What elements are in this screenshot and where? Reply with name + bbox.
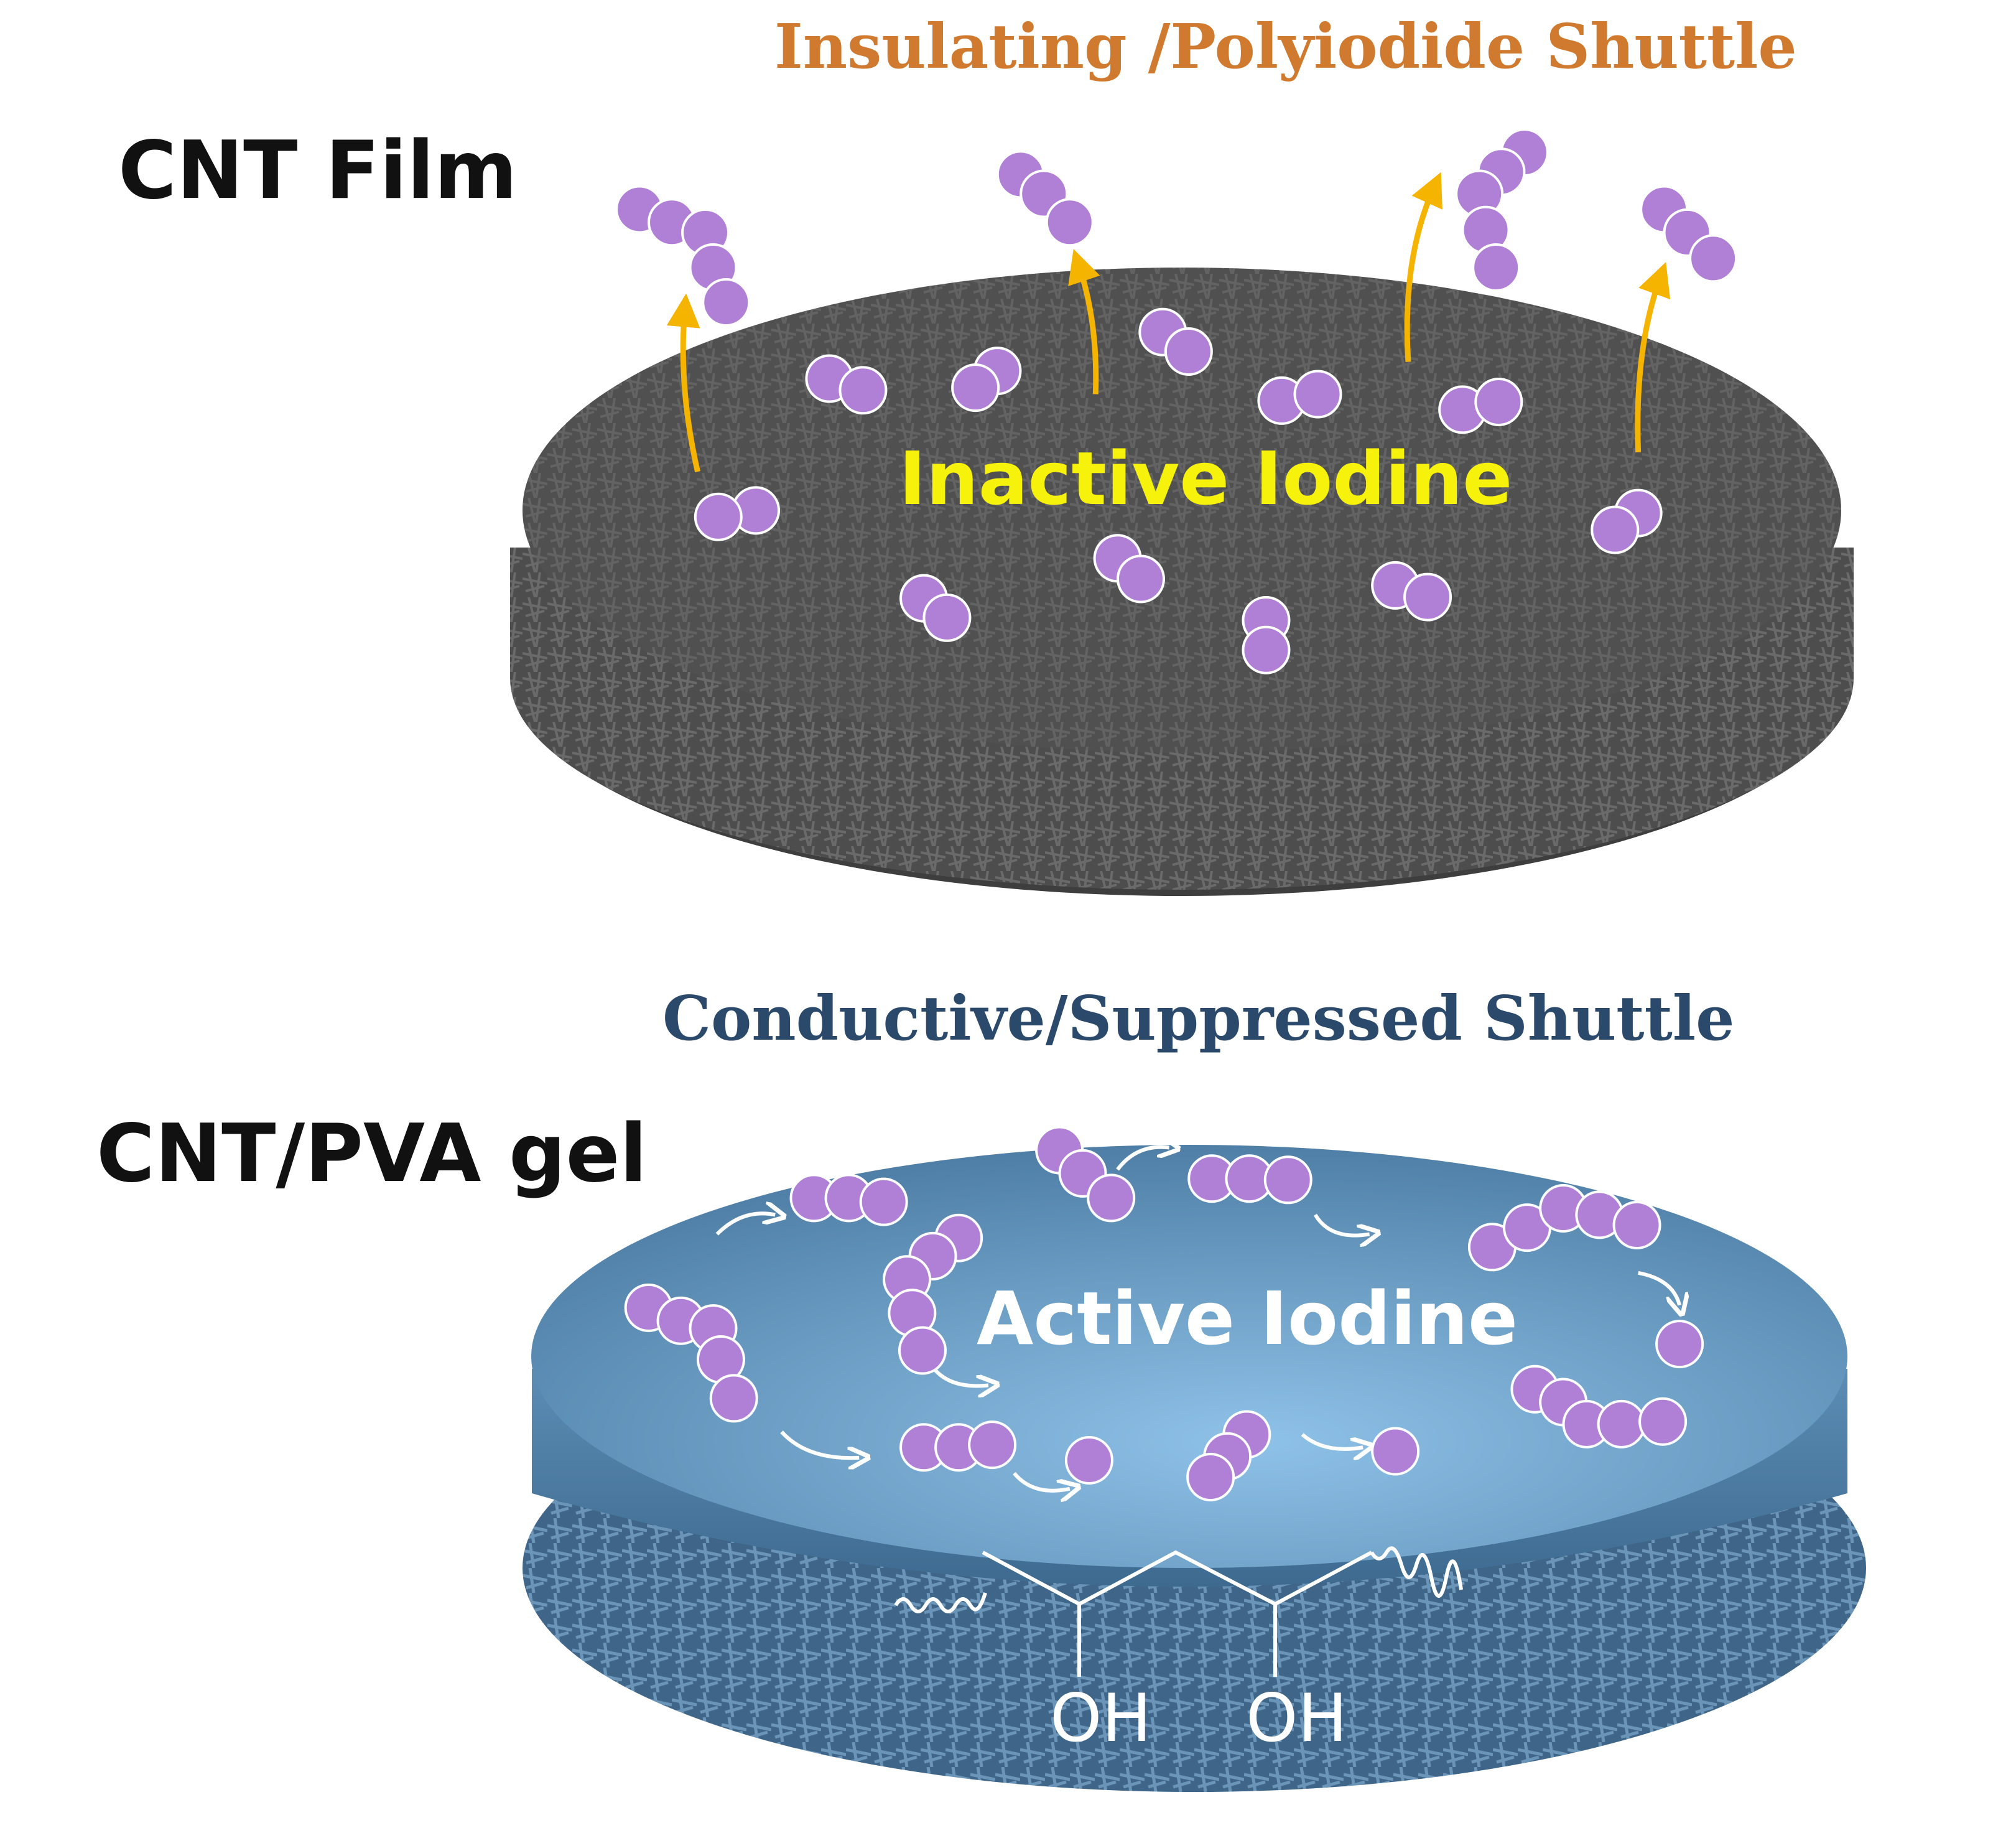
- migration-arrow-icon: [1313, 1213, 1369, 1235]
- migration-arrow-icon: [1301, 1433, 1363, 1448]
- iodine-cluster: [1467, 1183, 1661, 1272]
- iodine-cluster: [1371, 1427, 1420, 1476]
- shuttle-arrow-icon: [1404, 172, 1442, 362]
- cnt-film-label: CNT Film: [118, 124, 518, 217]
- iodine-cluster: [694, 486, 781, 541]
- migration-arrow-icon: [715, 1213, 775, 1236]
- iodine-cluster: [996, 150, 1094, 247]
- bottom-header: Conductive/Suppressed Shuttle: [662, 983, 1735, 1055]
- iodine-cluster: [1257, 370, 1342, 425]
- migration-arrow-icon: [1638, 1271, 1679, 1305]
- iodine-cluster: [1455, 128, 1549, 292]
- iodine-cluster: [805, 354, 888, 415]
- iodine-cluster: [899, 1420, 1017, 1472]
- migration-arrow-icon: [931, 1366, 988, 1386]
- iodine-cluster: [1064, 1436, 1113, 1485]
- iodine-atom: [838, 366, 888, 415]
- iodine-cluster: [1591, 488, 1663, 554]
- iodine-atom: [1087, 1173, 1136, 1223]
- iodine-cluster: [789, 1173, 908, 1226]
- iodine-atom: [709, 1374, 758, 1423]
- iodine-atom: [1242, 625, 1291, 674]
- active-iodine-text: Active Iodine: [977, 1276, 1518, 1361]
- iodine-atom: [1612, 1200, 1661, 1249]
- iodine-atom: [859, 1177, 908, 1226]
- hydroxyl-group-1: OH: [1050, 1680, 1152, 1756]
- top-header: Insulating /Polyiodide Shuttle: [774, 11, 1797, 83]
- iodine-cluster: [1093, 534, 1165, 604]
- iodine-cluster: [1242, 595, 1291, 674]
- iodine-atom: [968, 1420, 1017, 1470]
- iodine-cluster: [615, 185, 751, 327]
- iodine-atom: [1164, 327, 1213, 376]
- migration-arrow-icon: [1013, 1472, 1069, 1491]
- iodine-atom: [1371, 1427, 1420, 1476]
- shuttle-arrow-icon: [666, 293, 700, 473]
- iodine-cluster: [951, 347, 1022, 413]
- iodine-atom: [1655, 1320, 1704, 1369]
- iodine-atom: [898, 1326, 947, 1375]
- hydroxyl-group-2: OH: [1246, 1680, 1348, 1756]
- iodine-cluster: [883, 1213, 983, 1375]
- migration-arrow-icon: [1116, 1147, 1169, 1171]
- iodine-atom: [1293, 370, 1342, 419]
- iodine-cluster: [899, 574, 972, 642]
- iodine-atom: [1403, 572, 1452, 622]
- shuttle-arrow-icon: [1635, 262, 1671, 453]
- inactive-iodine-text: Inactive Iodine: [899, 436, 1513, 521]
- iodine-atom: [1186, 1453, 1235, 1502]
- iodine-atom: [951, 363, 1000, 413]
- iodine-atom: [1638, 1397, 1688, 1446]
- iodine-cluster: [624, 1283, 758, 1423]
- iodine-atom: [1116, 554, 1165, 604]
- iodine-atom: [1472, 243, 1521, 292]
- iodine-atom: [1591, 505, 1640, 554]
- iodine-cluster: [1640, 185, 1738, 283]
- iodine-atom: [1064, 1436, 1113, 1485]
- iodine-atom: [694, 492, 743, 541]
- iodine-cluster: [1438, 377, 1523, 434]
- iodine-cluster: [1138, 307, 1213, 376]
- iodine-cluster: [1510, 1364, 1688, 1448]
- cnt-pva-gel-label: CNT/PVA gel: [96, 1108, 648, 1200]
- pva-structure: [894, 1546, 1463, 1677]
- iodine-atom: [702, 278, 751, 327]
- iodine-atom: [1689, 234, 1738, 283]
- shuttle-arrow-icon: [1068, 249, 1100, 394]
- iodine-atom: [1597, 1399, 1646, 1448]
- iodine-atom: [1045, 198, 1094, 247]
- iodine-cluster: [1371, 561, 1452, 622]
- iodine-atom: [1263, 1155, 1312, 1205]
- migration-arrow-icon: [780, 1430, 860, 1458]
- iodine-cluster: [1186, 1410, 1271, 1502]
- iodine-atom: [1474, 377, 1523, 426]
- iodine-atom: [922, 593, 972, 642]
- iodine-cluster: [1035, 1126, 1136, 1223]
- iodine-cluster: [1187, 1154, 1312, 1205]
- iodine-cluster: [1655, 1320, 1704, 1369]
